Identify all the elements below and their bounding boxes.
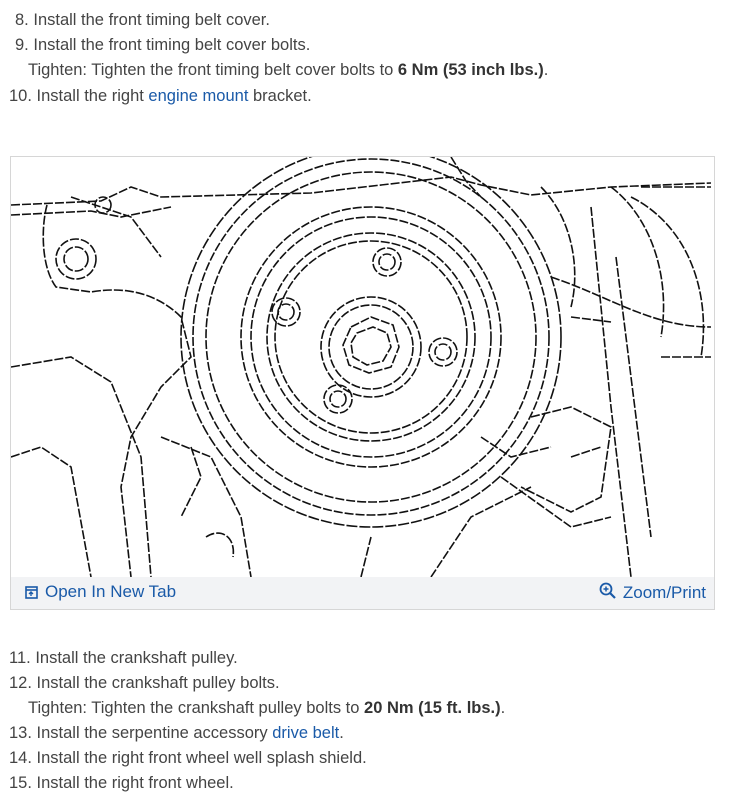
open-in-new-tab-button[interactable]: Open In New Tab: [25, 582, 176, 602]
magnifier-plus-icon: [599, 582, 616, 599]
step-number: 14.: [9, 749, 32, 767]
tighten-suffix: .: [500, 699, 506, 717]
step-text: Install the right front wheel well splas…: [36, 749, 367, 767]
drive-belt-link[interactable]: drive belt: [272, 724, 340, 742]
engine-mount-link[interactable]: engine mount: [148, 87, 249, 105]
tighten-note-2: Tighten: Tighten the crankshaft pulley b…: [28, 698, 505, 718]
step-11: 11. Install the crankshaft pulley.: [9, 648, 238, 668]
tighten-suffix: .: [543, 61, 549, 79]
step-10: 10. Install the right engine mount brack…: [9, 86, 312, 106]
step-text-end: bracket.: [248, 87, 312, 105]
step-number: 13.: [9, 724, 32, 742]
step-text: Install the front timing belt cover.: [33, 11, 270, 29]
step-15: 15. Install the right front wheel.: [9, 773, 234, 793]
crankshaft-pulley-diagram: [11, 157, 712, 577]
torque-value: 20 Nm (15 ft. lbs.): [364, 699, 501, 717]
step-number: 11.: [9, 649, 31, 667]
step-number: 8.: [15, 11, 29, 29]
step-text: Install the crankshaft pulley bolts.: [36, 674, 280, 692]
zoom-print-label: Zoom/Print: [622, 583, 706, 602]
crankshaft-pulley-figure: Open In New Tab Zoom/Print: [10, 156, 715, 610]
torque-value: 6 Nm (53 inch lbs.): [397, 61, 544, 79]
step-8: 8. Install the front timing belt cover.: [15, 10, 270, 30]
step-12: 12. Install the crankshaft pulley bolts.: [9, 673, 280, 693]
tighten-text: Tighten: Tighten the front timing belt c…: [28, 61, 398, 79]
step-text: Install the crankshaft pulley.: [35, 649, 238, 667]
step-number: 15.: [9, 774, 32, 792]
step-number: 9.: [15, 36, 29, 54]
open-external-icon: [25, 586, 38, 599]
step-text: Install the right front wheel.: [36, 774, 234, 792]
step-text: Install the serpentine accessory: [36, 724, 273, 742]
step-14: 14. Install the right front wheel well s…: [9, 748, 367, 768]
open-in-new-tab-label: Open In New Tab: [45, 582, 177, 601]
step-number: 12.: [9, 674, 32, 692]
step-13: 13. Install the serpentine accessory dri…: [9, 723, 344, 743]
step-text: Install the front timing belt cover bolt…: [33, 36, 311, 54]
tighten-text: Tighten: Tighten the crankshaft pulley b…: [28, 699, 365, 717]
step-number: 10.: [9, 87, 32, 105]
step-text: Install the right: [36, 87, 149, 105]
step-9: 9. Install the front timing belt cover b…: [15, 35, 310, 55]
zoom-print-button[interactable]: Zoom/Print: [599, 579, 706, 603]
step-text-end: .: [339, 724, 344, 742]
tighten-note-1: Tighten: Tighten the front timing belt c…: [28, 60, 548, 80]
figure-toolbar: Open In New Tab Zoom/Print: [11, 577, 714, 609]
